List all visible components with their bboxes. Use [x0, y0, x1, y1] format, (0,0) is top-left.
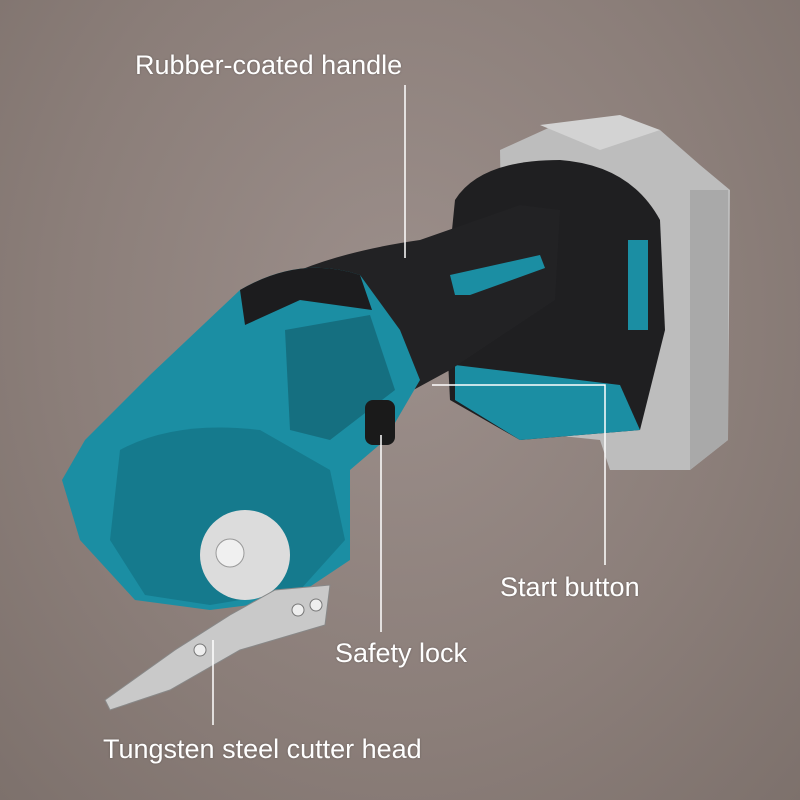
cutter-blade	[104, 510, 331, 711]
start-button-leader-line	[432, 384, 606, 565]
start-button-label: Start button	[500, 572, 640, 602]
handle-label: Rubber-coated handle	[135, 50, 403, 80]
safety-lock-switch	[365, 400, 395, 445]
safety-lock-label: Safety lock	[335, 638, 468, 668]
teal-body	[62, 267, 420, 610]
leader-lines	[212, 85, 606, 725]
cutter-head-label: Tungsten steel cutter head	[103, 734, 422, 764]
